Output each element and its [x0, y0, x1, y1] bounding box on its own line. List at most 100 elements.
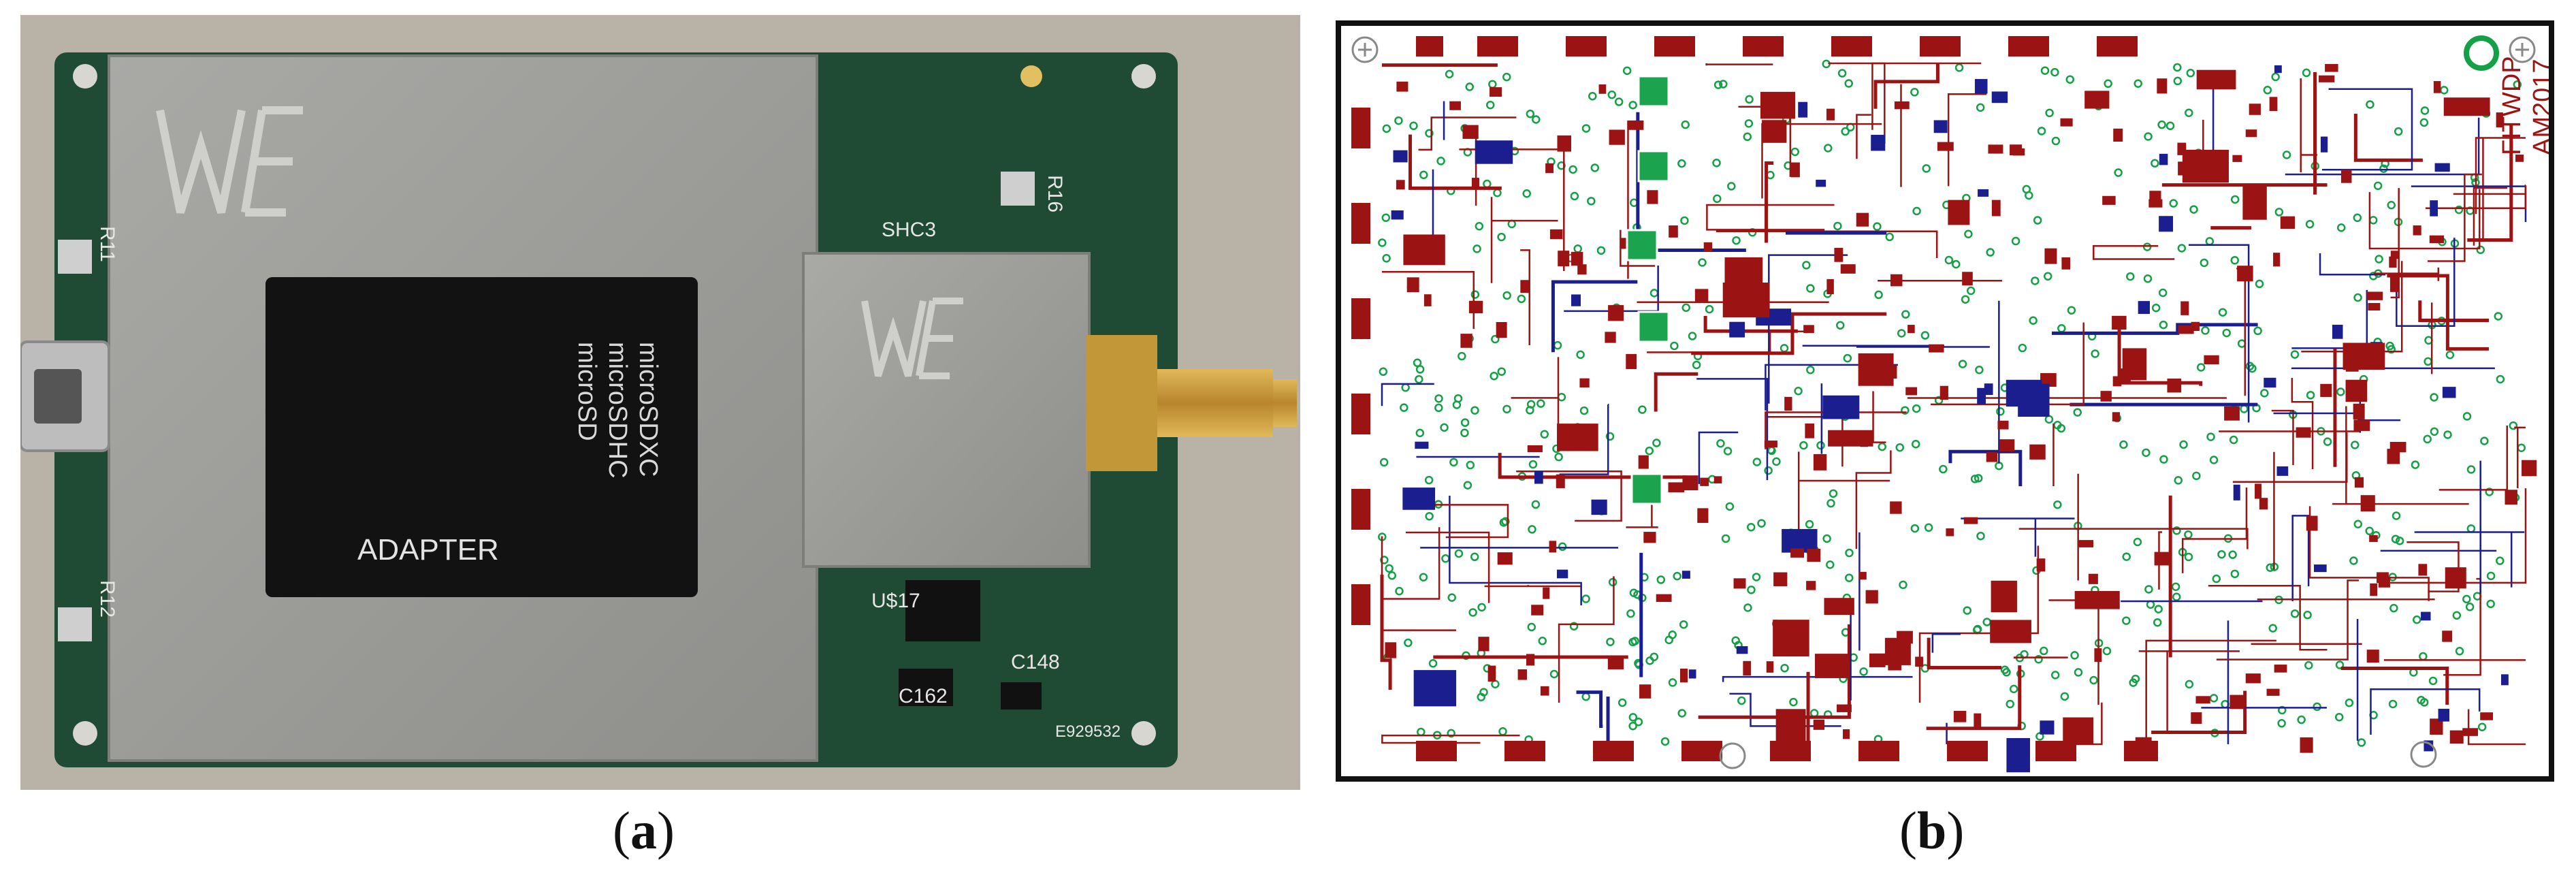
via — [1780, 344, 1789, 353]
pad — [2354, 477, 2364, 488]
via — [2303, 610, 2312, 620]
trace — [2188, 244, 2250, 423]
pad-group — [1385, 63, 2537, 773]
via — [2009, 684, 2018, 694]
pad — [1890, 274, 1903, 287]
corner-marks — [1351, 36, 2536, 769]
pad — [1608, 305, 1624, 321]
pad — [1856, 212, 1869, 227]
via — [1608, 577, 1617, 587]
via — [1833, 221, 1842, 231]
trace — [1382, 270, 1475, 330]
via — [1491, 680, 1500, 688]
pad — [2300, 737, 2313, 753]
via — [1449, 458, 1458, 467]
pad — [1598, 84, 1607, 94]
via — [2462, 412, 2472, 421]
pad — [1807, 548, 1821, 562]
pad — [1688, 669, 1696, 679]
via — [1606, 637, 1615, 646]
via — [2185, 680, 2194, 689]
pad — [1986, 452, 1998, 462]
trace — [1705, 63, 1773, 66]
pad — [1907, 325, 1915, 334]
pad — [2177, 142, 2187, 155]
pad — [2269, 97, 2278, 112]
via — [1538, 637, 1547, 645]
pad — [2232, 155, 2242, 162]
trace — [2308, 506, 2430, 601]
via — [1745, 95, 1754, 104]
pad — [1760, 91, 1796, 119]
via — [2230, 569, 2240, 579]
pad — [1462, 125, 1479, 139]
pad — [1549, 229, 1563, 240]
pad — [2044, 248, 2057, 264]
trace — [1405, 531, 1490, 603]
via — [1436, 157, 1445, 165]
via — [1466, 460, 1475, 470]
ic — [905, 580, 980, 641]
via — [1874, 290, 1883, 300]
via — [1445, 69, 1454, 79]
via — [1806, 284, 1815, 293]
pad — [1834, 248, 1844, 262]
trace — [2406, 541, 2460, 592]
via — [1716, 438, 1725, 448]
via — [2419, 118, 2429, 127]
via — [2455, 647, 2464, 656]
pad — [2442, 631, 2453, 642]
pad — [1496, 321, 1507, 338]
via — [2153, 618, 2162, 627]
via — [2044, 415, 2054, 424]
via — [2143, 274, 2153, 283]
via — [2430, 427, 2439, 436]
via — [2192, 471, 2201, 481]
via — [2353, 213, 2362, 223]
via — [1732, 236, 1741, 245]
via — [2420, 106, 2430, 115]
via — [2230, 256, 2240, 265]
via — [1434, 394, 1443, 403]
pad — [1963, 517, 1978, 524]
trace — [1420, 504, 1509, 539]
pad — [1743, 660, 1752, 676]
via — [1952, 259, 1961, 269]
via — [1688, 332, 1697, 340]
pad — [2178, 161, 2190, 176]
pad — [1682, 475, 1698, 491]
via — [2171, 582, 2180, 591]
via — [1558, 542, 1567, 552]
trace — [1490, 197, 1558, 283]
trace — [2291, 377, 2314, 470]
via — [1752, 458, 1762, 466]
via — [1581, 692, 1590, 701]
via — [1944, 255, 1954, 265]
via — [2263, 86, 2272, 95]
via — [2486, 599, 2495, 609]
via — [1447, 729, 1455, 738]
pad — [1556, 474, 1565, 488]
trace — [2473, 187, 2508, 246]
via — [1413, 358, 1422, 368]
via — [2454, 205, 2464, 214]
via — [1617, 698, 1627, 707]
via — [1823, 144, 1833, 153]
pad — [1977, 387, 1986, 404]
via — [1845, 548, 1854, 558]
via — [2134, 79, 2142, 89]
pad — [1540, 686, 1549, 696]
trace — [1768, 254, 1848, 404]
pad — [1824, 598, 1854, 616]
pad — [1558, 251, 1570, 267]
pad — [2273, 253, 2281, 267]
switch — [58, 240, 92, 274]
pad — [2320, 383, 2332, 397]
trace — [1516, 470, 1622, 522]
via — [1502, 72, 1511, 82]
pad — [1990, 620, 2031, 643]
via — [2304, 660, 2313, 670]
via — [2385, 341, 2394, 351]
pad — [2387, 449, 2400, 464]
trace — [1716, 230, 1938, 259]
